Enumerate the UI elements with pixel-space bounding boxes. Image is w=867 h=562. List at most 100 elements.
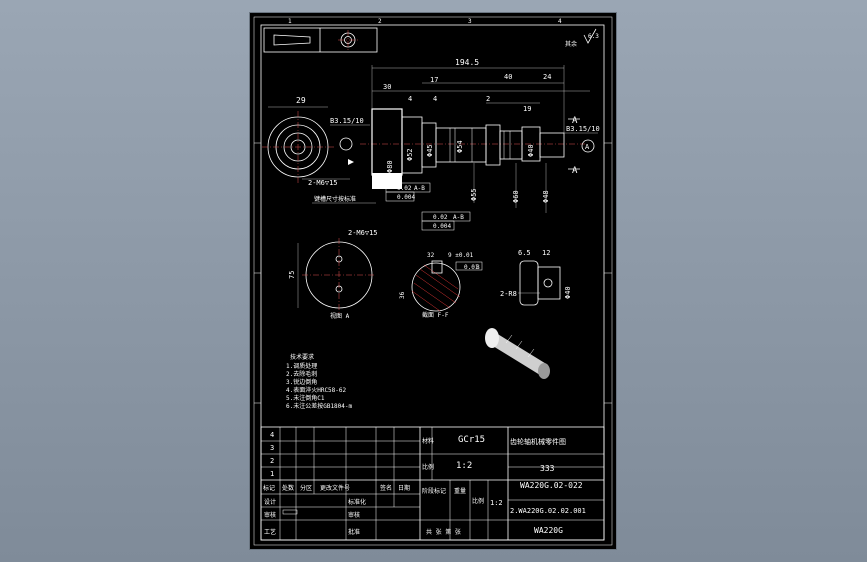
svg-text:4: 4: [408, 95, 412, 103]
stamp-box: [282, 509, 298, 515]
svg-text:9 ±0.01: 9 ±0.01: [448, 252, 474, 259]
svg-text:A: A: [572, 166, 578, 176]
svg-text:2.去除毛刺: 2.去除毛刺: [286, 370, 317, 378]
svg-text:0.02: 0.02: [397, 185, 412, 192]
svg-text:B3.15/10: B3.15/10: [330, 117, 364, 125]
svg-text:0.004: 0.004: [433, 223, 451, 230]
technical-requirements: 技术要求 1.调质处理 2.去除毛刺 3.锐边倒角 4.表面淬火HRC58-62…: [286, 353, 353, 410]
left-end-view: 29 2-M6▽15: [262, 96, 350, 187]
svg-text:6.未注公差按GB1804-m: 6.未注公差按GB1804-m: [286, 402, 353, 410]
svg-text:0.01: 0.01: [464, 264, 479, 271]
svg-text:19: 19: [523, 105, 531, 113]
svg-text:标准化: 标准化: [348, 498, 366, 506]
rev-row-3: 3: [270, 444, 274, 452]
centre-hole-callouts: B3.15/10 B3.15/10 A A A: [330, 116, 600, 176]
svg-text:审核: 审核: [264, 511, 276, 519]
title-block: 4 3 2 1 标记 处数 分区 更改文件号 签名 日期 设计 审核 工艺 标准…: [260, 426, 605, 541]
svg-text:工艺: 工艺: [264, 528, 276, 536]
svg-text:比例: 比例: [422, 463, 434, 471]
svg-text:4: 4: [433, 95, 437, 103]
leader-note: 键槽尺寸按标准: [312, 195, 376, 204]
svg-text:0.02: 0.02: [433, 214, 448, 221]
material-value: GCr15: [458, 435, 485, 445]
frame-marker-4: 4: [558, 18, 562, 25]
svg-text:17: 17: [430, 76, 438, 84]
cad-drawing: 1 2 3 4 其余 6.3 194.5 30: [253, 16, 613, 546]
svg-text:A: A: [585, 143, 590, 151]
product-code: WA220G: [534, 526, 563, 535]
svg-text:审核: 审核: [348, 511, 360, 519]
assembly-number: 2.WA220G.02.02.001: [510, 507, 586, 515]
bushing-view: 6.5 12 Φ40 2-R8: [500, 249, 572, 306]
svg-text:24: 24: [543, 73, 551, 81]
svg-text:B: B: [476, 264, 480, 271]
svg-text:阶段标记: 阶段标记: [422, 487, 446, 495]
svg-text:40: 40: [504, 73, 512, 81]
svg-text:Φ52: Φ52: [406, 148, 414, 161]
svg-text:重量: 重量: [454, 487, 466, 495]
svg-text:2-M6▽15: 2-M6▽15: [308, 179, 338, 187]
svg-text:处数: 处数: [282, 484, 294, 492]
outer-frame: [253, 16, 613, 546]
end-view-taps: 2-M6▽15 75 视图 A: [288, 229, 378, 320]
svg-text:5.未注倒角C1: 5.未注倒角C1: [286, 394, 325, 402]
gdt-frame-2: 0.02 A-B 0.004: [421, 211, 471, 231]
gear-teeth-block: [372, 173, 402, 189]
svg-text:批准: 批准: [348, 528, 360, 536]
svg-text:6.5: 6.5: [518, 249, 531, 257]
sheet-scale: 1:2: [490, 499, 503, 507]
svg-text:设计: 设计: [264, 498, 276, 506]
overall-dimension: 194.5 30 17 40 24 4 4 2 19: [371, 58, 590, 133]
svg-text:30: 30: [383, 83, 391, 91]
projection-symbol: [263, 27, 378, 53]
svg-text:A-B: A-B: [453, 214, 464, 221]
gdt-frame-1: 0.02 A-B 0.004: [385, 182, 431, 202]
svg-text:共 张 第 张: 共 张 第 张: [426, 528, 461, 536]
svg-text:比例: 比例: [472, 497, 484, 505]
svg-text:键槽尺寸按标准: 键槽尺寸按标准: [314, 195, 356, 203]
svg-text:截面 F-F: 截面 F-F: [422, 311, 449, 319]
shaft-3d-render: [485, 328, 550, 379]
frame-marker-1: 1: [288, 18, 292, 25]
svg-text:0.004: 0.004: [397, 194, 415, 201]
svg-text:12: 12: [542, 249, 550, 257]
svg-text:签名: 签名: [380, 484, 392, 492]
drawing-sheet: 1 2 3 4 其余 6.3 194.5 30: [250, 13, 616, 549]
svg-text:其余: 其余: [565, 40, 577, 48]
svg-text:材料: 材料: [422, 437, 434, 445]
section-keyway: 32 9 ±0.01 0.01 B 36 截面 F-F: [399, 252, 483, 319]
svg-text:更改文件号: 更改文件号: [320, 484, 350, 492]
svg-text:2-R8: 2-R8: [500, 290, 517, 298]
svg-text:Φ45: Φ45: [426, 144, 434, 157]
rev-row-4: 4: [270, 431, 274, 439]
svg-text:Φ40: Φ40: [527, 144, 535, 157]
scale-value: 1:2: [456, 461, 472, 471]
svg-text:3.锐边倒角: 3.锐边倒角: [286, 378, 317, 386]
shaft-main-view: [360, 108, 585, 189]
rev-row-2: 2: [270, 457, 274, 465]
svg-text:Φ80: Φ80: [386, 160, 394, 173]
frame-marker-3: 3: [468, 18, 472, 25]
svg-text:194.5: 194.5: [455, 58, 479, 67]
svg-text:4.表面淬火HRC58-62: 4.表面淬火HRC58-62: [286, 386, 347, 394]
svg-text:A-B: A-B: [414, 185, 425, 192]
svg-text:29: 29: [296, 96, 306, 105]
svg-text:视图 A: 视图 A: [330, 312, 350, 320]
svg-text:B3.15/10: B3.15/10: [566, 125, 600, 133]
drawing-number: WA220G.02-022: [520, 481, 583, 490]
surface-finish-symbol: 其余 6.3: [565, 28, 599, 48]
svg-text:75: 75: [288, 271, 296, 279]
svg-text:6.3: 6.3: [588, 33, 599, 40]
part-name: 齿轮轴机械零件图: [510, 437, 566, 446]
svg-text:日期: 日期: [398, 484, 410, 492]
svg-text:Φ54: Φ54: [456, 140, 464, 153]
svg-text:32: 32: [427, 252, 435, 259]
quantity-value: 333: [540, 464, 555, 473]
svg-text:A: A: [572, 116, 578, 126]
frame-marker-2: 2: [378, 18, 382, 25]
svg-text:36: 36: [399, 291, 406, 299]
svg-text:1.调质处理: 1.调质处理: [286, 362, 317, 370]
svg-text:技术要求: 技术要求: [290, 353, 314, 361]
rev-row-1: 1: [270, 470, 274, 478]
svg-text:Φ40: Φ40: [564, 286, 572, 299]
